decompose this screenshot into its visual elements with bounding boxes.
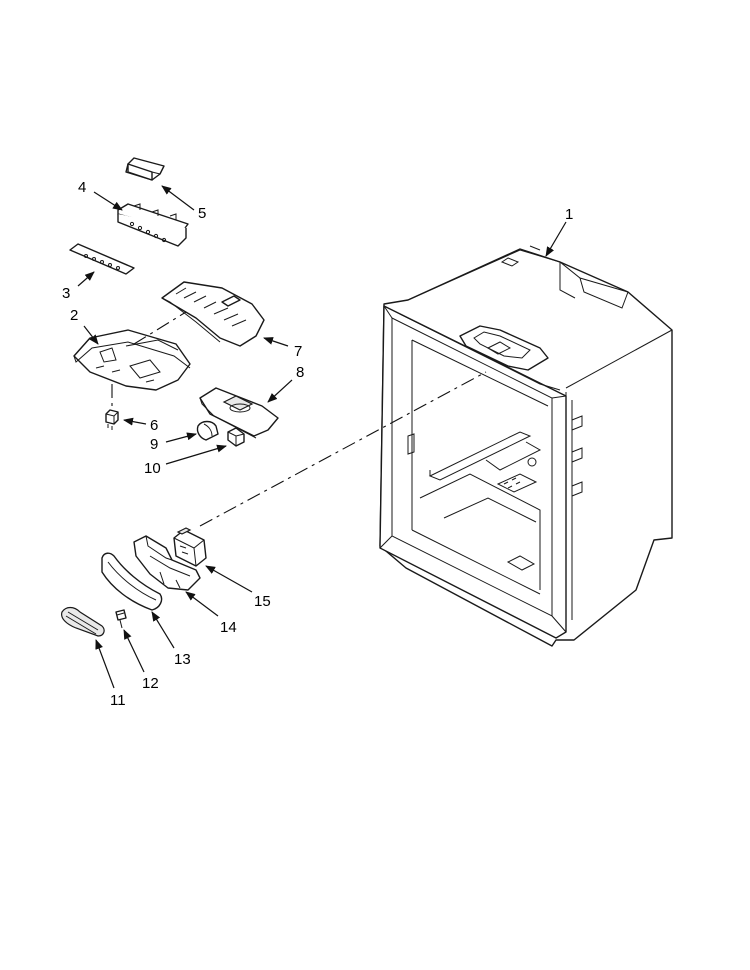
part-4-control-housing [117,203,189,247]
callout-4: 4 [78,179,86,196]
callout-1: 1 [565,206,573,223]
part-6-switch [105,409,119,430]
part-5-bracket [125,157,165,181]
callout-9: 9 [150,436,158,453]
part-12-screw [115,609,127,629]
part-13-cover [101,552,163,611]
part-15-module [173,527,207,567]
part-3-control-overlay [69,243,135,275]
part-1-liner [379,245,673,647]
callout-3: 3 [62,285,70,302]
part-10-socket [227,427,245,447]
part-8-lamp-socket-housing [199,387,279,439]
callout-labels: 1 2 3 4 5 6 7 8 9 10 11 12 13 14 15 [62,179,573,709]
callout-6: 6 [150,417,158,434]
callout-10: 10 [144,460,161,477]
callout-7: 7 [294,343,302,360]
part-7-light-shield [161,281,265,347]
callout-11: 11 [110,692,126,709]
callout-5: 5 [198,205,206,222]
callout-14: 14 [220,619,237,636]
callout-2: 2 [70,307,78,324]
callout-12: 12 [142,675,159,692]
part-11-lens [61,606,105,637]
callout-13: 13 [174,651,191,668]
part-14-housing [133,535,201,591]
part-9-bulb [196,420,219,441]
callout-15: 15 [254,593,271,610]
leader-lines [77,185,567,689]
callout-8: 8 [296,364,304,381]
assembly-lines [111,311,487,527]
part-2-light-housing [73,329,191,391]
